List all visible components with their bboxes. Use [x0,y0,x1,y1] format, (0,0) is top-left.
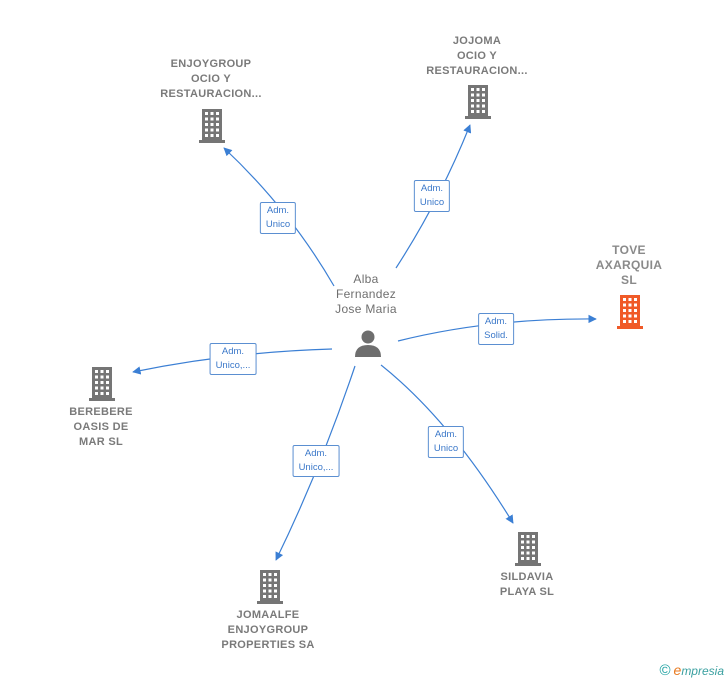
role-line: Adm. [420,183,444,194]
brand-name: mpresia [681,664,724,678]
building-icon[interactable] [254,569,286,605]
person-name-line: Alba [353,272,379,286]
role-line: Unico [265,219,291,230]
role-line: Unico,... [215,360,251,371]
person-icon[interactable] [353,328,383,358]
company-name-line: ENJOYGROUP [170,58,252,70]
company-name-line: OCIO Y [456,50,498,62]
role-label-jojoma: Adm. Unico [413,180,451,212]
building-icon[interactable] [196,108,228,144]
role-line: Unico,... [298,462,334,473]
company-name-line: PROPERTIES SA [221,639,315,651]
company-name-berebere[interactable]: BEREBERE OASIS DE MAR SL [69,405,133,450]
role-line: Adm. [304,448,328,459]
company-name-line: OCIO Y [190,73,232,85]
company-name-line: JOMAALFE [236,609,300,621]
role-line: Adm. [434,429,458,440]
role-label-berebere: Adm. Unico,... [209,343,257,375]
company-name-line: AXARQUIA [595,258,663,272]
empresia-logo[interactable]: ©empresia [659,662,724,679]
company-name-line: TOVE [612,243,646,257]
company-name-sildavia[interactable]: SILDAVIA PLAYA SL [500,570,554,600]
person-name-line: Jose Maria [335,302,397,316]
company-name-line: BEREBERE [69,406,133,418]
role-label-jomaalfe: Adm. Unico,... [292,445,340,477]
building-icon[interactable] [614,294,646,330]
building-icon[interactable] [462,84,494,120]
role-line: Adm. [484,316,508,327]
person-name-line: Fernandez [335,287,397,301]
role-line: Adm. [221,346,245,357]
company-name-enjoygroup[interactable]: ENJOYGROUP OCIO Y RESTAURACION... [160,57,261,102]
company-name-line: OASIS DE [73,421,129,433]
role-line: Unico [433,443,459,454]
building-icon[interactable] [86,366,118,402]
company-name-line: RESTAURACION... [426,65,528,77]
company-name-jojoma[interactable]: JOJOMA OCIO Y RESTAURACION... [426,34,527,79]
building-icon[interactable] [512,531,544,567]
company-name-jomaalfe[interactable]: JOMAALFE ENJOYGROUP PROPERTIES SA [221,608,314,653]
role-label-tove: Adm. Solid. [478,313,514,345]
company-name-line: RESTAURACION... [160,88,262,100]
role-line: Solid. [484,330,508,341]
company-name-line: ENJOYGROUP [227,624,309,636]
copyright-icon: © [659,662,671,679]
company-name-line: PLAYA SL [499,586,555,598]
company-name-line: SILDAVIA [500,571,554,583]
role-line: Adm. [266,205,290,216]
company-name-line: MAR SL [79,436,123,448]
person-name[interactable]: Alba Fernandez Jose Maria [335,272,397,317]
role-line: Unico [419,197,445,208]
brand-initial: e [673,662,682,678]
company-name-line: JOJOMA [452,35,502,47]
role-label-sildavia: Adm. Unico [427,426,465,458]
company-name-tove[interactable]: TOVE AXARQUIA SL [596,243,662,288]
role-label-enjoygroup: Adm. Unico [259,202,297,234]
company-name-line: SL [621,273,637,287]
